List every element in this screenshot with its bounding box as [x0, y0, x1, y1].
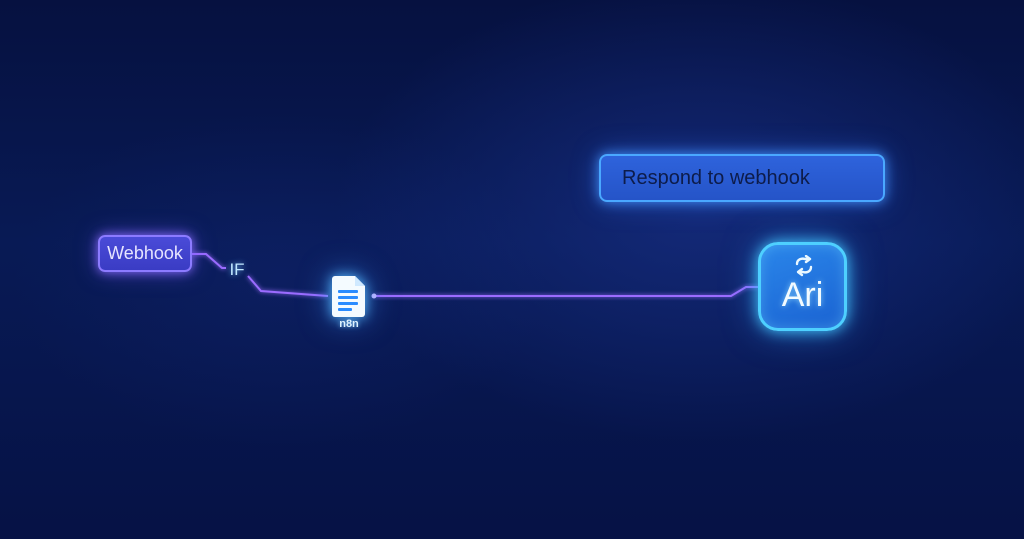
connection-webhook-to-if	[192, 253, 226, 269]
connection-endpoint-dot	[371, 293, 377, 299]
respond-to-webhook-node[interactable]: Respond to webhook	[599, 154, 885, 202]
sync-arrows-icon	[795, 255, 813, 277]
respond-node-label: Respond to webhook	[622, 167, 810, 189]
connection-if-to-document	[247, 275, 329, 297]
if-node-label: IF	[229, 260, 245, 279]
ari-node-label: Ari	[781, 276, 824, 314]
webhook-node[interactable]: Webhook	[98, 235, 192, 272]
document-icon	[332, 276, 365, 317]
document-node[interactable]	[330, 274, 368, 318]
ari-node[interactable]: Ari	[758, 242, 847, 331]
webhook-node-label: Webhook	[107, 243, 183, 263]
connection-ari-to-document	[372, 286, 758, 297]
document-node-label: n8n	[339, 318, 359, 330]
if-node[interactable]: IF	[224, 259, 250, 281]
